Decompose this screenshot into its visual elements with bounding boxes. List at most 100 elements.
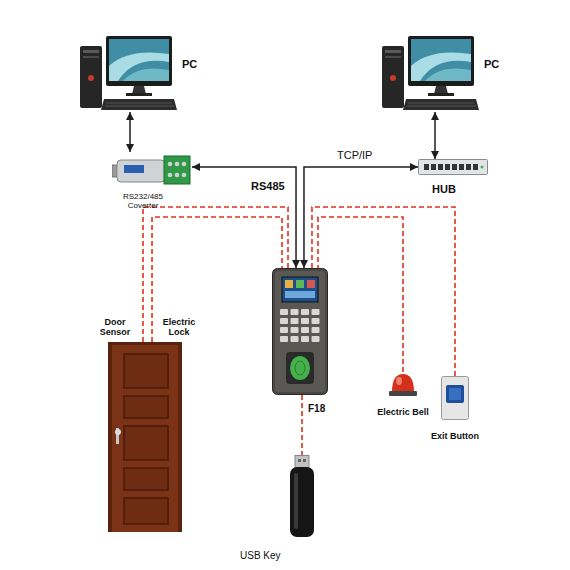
illustration-part	[425, 68, 471, 81]
illustration-part	[112, 345, 178, 532]
illustration-part	[123, 68, 169, 81]
illustration-part	[442, 377, 469, 420]
illustration-part	[295, 361, 305, 375]
data-link	[192, 163, 300, 268]
connector-line	[318, 217, 403, 372]
illustration-part	[446, 385, 464, 403]
arrow-head	[126, 112, 134, 120]
illustration-part	[273, 269, 328, 395]
hub-icon-art	[418, 159, 488, 175]
arrow-head	[431, 151, 439, 159]
illustration-part	[431, 164, 436, 170]
device-label: Door Sensor	[92, 317, 138, 338]
illustration-part	[124, 426, 168, 460]
illustration-part	[280, 327, 288, 333]
illustration-part	[312, 318, 320, 324]
illustration-part	[407, 106, 476, 107]
dashed-wire	[302, 395, 303, 455]
illustration-part	[312, 327, 320, 333]
illustration-part	[411, 39, 471, 81]
illustration-part	[438, 164, 443, 170]
illustration-part	[164, 156, 190, 184]
illustration-part	[396, 377, 402, 385]
illustration-part	[389, 391, 417, 396]
label-slot: F18	[308, 398, 325, 416]
illustration-part	[385, 56, 401, 58]
illustration-part	[291, 318, 299, 324]
illustration-part	[424, 164, 429, 170]
arrow-head	[292, 260, 300, 268]
illustration-part	[132, 86, 146, 94]
exit-button-icon: Exit Button	[441, 376, 469, 420]
arrow-head	[410, 163, 418, 171]
device-label: HUB	[432, 183, 456, 196]
illustration-part	[285, 280, 293, 288]
illustration-part	[124, 468, 168, 490]
illustration-part	[459, 164, 464, 170]
illustration-part	[296, 280, 304, 288]
illustration-part	[301, 318, 309, 324]
label-slot: USB Key	[240, 545, 281, 563]
illustration-part	[301, 309, 309, 315]
illustration-part	[445, 164, 450, 170]
illustration-part	[275, 271, 325, 392]
door-icon: Door SensorElectric Lock	[108, 342, 182, 532]
illustration-part	[312, 309, 320, 315]
illustration-part	[408, 36, 474, 86]
data-link	[431, 112, 439, 159]
illustration-part	[392, 374, 414, 392]
device-label: Electric Bell	[377, 407, 429, 417]
connector-line	[301, 395, 303, 455]
hub-icon: HUB	[418, 159, 488, 175]
illustration-part	[428, 93, 454, 96]
illustration-part	[280, 318, 288, 324]
dashed-wire	[312, 207, 455, 376]
illustration-part	[307, 280, 315, 288]
illustration-part	[83, 56, 99, 58]
dashed-wire	[152, 217, 282, 342]
illustration-part	[285, 291, 315, 298]
illustration-part	[294, 473, 298, 529]
device-label: Electric Lock	[156, 317, 202, 338]
label-slot: Electric Bell	[377, 401, 429, 419]
illustration-part	[124, 396, 168, 418]
access-terminal: F18	[272, 268, 328, 395]
connector-line	[312, 207, 455, 376]
converter-icon: RS232/485 Coverter	[112, 152, 192, 188]
illustration-part	[124, 498, 168, 524]
device-label: Exit Button	[431, 431, 479, 441]
illustration-part	[408, 103, 474, 104]
illustration-part	[175, 173, 180, 178]
illustration-part	[182, 162, 187, 167]
door-icon-art	[108, 342, 182, 532]
illustration-part	[481, 166, 484, 169]
illustration-part	[80, 46, 102, 108]
illustration-part	[312, 336, 320, 342]
exit-button-icon-art	[441, 376, 469, 420]
access-terminal-art	[272, 268, 328, 395]
illustration-part	[303, 459, 306, 462]
illustration-part	[106, 103, 172, 104]
illustration-part	[115, 429, 121, 435]
illustration-part	[106, 36, 172, 86]
illustration-part	[124, 354, 168, 388]
illustration-part	[83, 50, 99, 53]
illustration-part	[101, 99, 177, 110]
label-slot: Electric Lock	[156, 317, 202, 339]
arrow-head	[431, 112, 439, 120]
illustration-part	[291, 336, 299, 342]
arrow-head	[192, 163, 200, 171]
device-label: F18	[308, 403, 325, 415]
illustration-part	[290, 356, 310, 380]
usb-key-icon-art	[290, 455, 314, 537]
signal-label: TCP/IP	[336, 149, 373, 161]
illustration-part	[168, 173, 173, 178]
device-label: RS232/485 Coverter	[116, 192, 170, 210]
arrow-head	[126, 144, 134, 152]
device-label: USB Key	[240, 550, 281, 562]
pc-icon-art	[78, 36, 178, 112]
illustration-part	[290, 467, 314, 537]
label-slot: RS232/485 Coverter	[116, 192, 170, 212]
illustration-part	[385, 50, 401, 53]
